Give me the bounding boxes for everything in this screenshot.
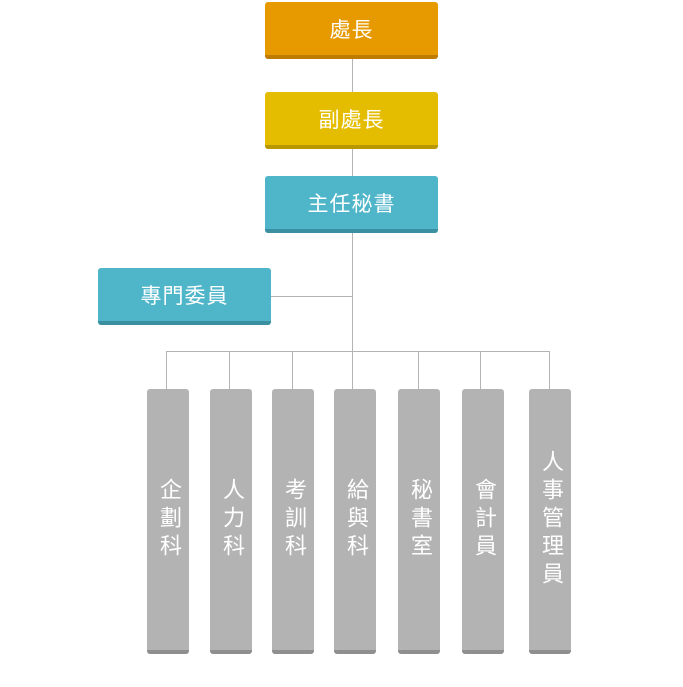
unit-label: 會計員: [471, 477, 496, 562]
unit-box-planning[interactable]: 企劃科: [147, 389, 189, 654]
secretary-label: 主任秘書: [307, 191, 396, 216]
connector-head-deputy: [352, 58, 353, 93]
unit-box-accounting[interactable]: 會計員: [462, 389, 504, 654]
specialist-box[interactable]: 專門委員: [98, 268, 271, 325]
unit-label: 給與科: [343, 477, 368, 562]
connector-unit-drop: [166, 351, 167, 390]
connector-unit-drop: [418, 351, 419, 390]
unit-box-personnel[interactable]: 人事管理員: [529, 389, 571, 654]
connector-deputy-secretary: [352, 148, 353, 177]
connector-unit-drop: [352, 351, 353, 390]
connector-specialist-branch: [270, 296, 353, 297]
connector-units-bus: [166, 351, 550, 352]
connector-unit-drop: [549, 351, 550, 390]
connector-unit-drop: [292, 351, 293, 390]
specialist-label: 專門委員: [140, 283, 229, 308]
deputy-label: 副處長: [318, 107, 385, 132]
connector-unit-drop: [480, 351, 481, 390]
connector-unit-drop: [229, 351, 230, 390]
unit-box-secretariat[interactable]: 秘書室: [398, 389, 440, 654]
connector-secretary-trunk: [352, 232, 353, 352]
unit-box-manpower[interactable]: 人力科: [210, 389, 252, 654]
unit-label: 考訓科: [281, 477, 306, 562]
unit-label: 人力科: [219, 477, 244, 562]
unit-label: 人事管理員: [538, 449, 563, 590]
head-label: 處長: [329, 17, 374, 42]
secretary-box[interactable]: 主任秘書: [265, 176, 438, 233]
deputy-box[interactable]: 副處長: [265, 92, 438, 149]
unit-box-compensation[interactable]: 給與科: [334, 389, 376, 654]
unit-box-training[interactable]: 考訓科: [272, 389, 314, 654]
unit-label: 秘書室: [407, 477, 432, 562]
head-box[interactable]: 處長: [265, 2, 438, 59]
unit-label: 企劃科: [156, 477, 181, 562]
